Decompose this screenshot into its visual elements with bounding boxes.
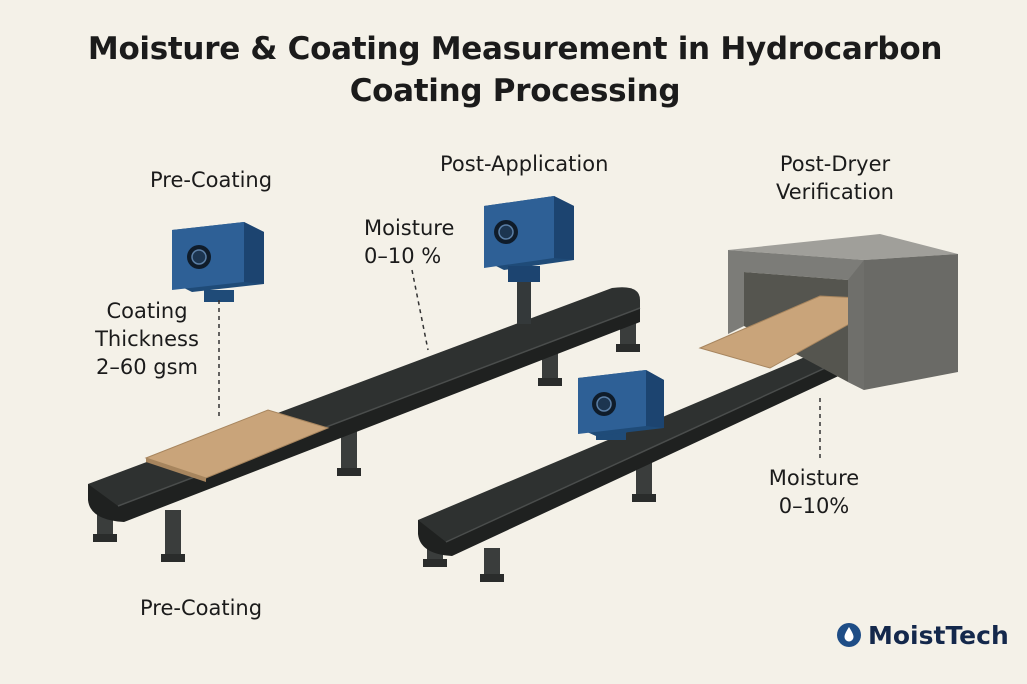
brand-name: MoistTech	[868, 620, 1009, 650]
post-dryer-heading-line-1: Post-Dryer	[779, 152, 891, 176]
diagram-title: Moisture & Coating Measurement in Hydroc…	[60, 28, 970, 112]
dryer-tunnel	[698, 234, 958, 390]
post-dryer-heading-line-2: Verification	[776, 180, 894, 204]
post-application-measure-line-2: 0–10 %	[364, 244, 442, 268]
post-application-measure-line-1: Moisture	[364, 216, 455, 240]
title-line-2: Coating Processing	[349, 73, 681, 109]
pre-coating-measure-line-3: 2–60 gsm	[96, 355, 198, 379]
conveyor-leg	[341, 425, 357, 473]
post-dryer-measure-line-1: Moisture	[768, 466, 860, 490]
conveyor-left	[88, 287, 641, 562]
brand-logo: MoistTech	[836, 618, 1009, 652]
sensor-post-application	[411, 196, 574, 351]
conveyor-leg	[165, 510, 181, 558]
post-dryer-measure-line-2: 0–10%	[778, 494, 850, 518]
post-dryer-measure-label: Moisture 0–10%	[756, 464, 872, 520]
conveyor-right	[418, 338, 861, 582]
conveyor-leg	[484, 548, 500, 578]
pre-coating-measure-line-1: Coating	[106, 299, 188, 323]
post-application-heading: Post-Application	[440, 152, 609, 176]
pre-coating-measure-label: Coating Thickness 2–60 gsm	[82, 297, 212, 381]
title-line-1: Moisture & Coating Measurement in Hydroc…	[87, 31, 943, 67]
sensor-post-dryer	[578, 370, 821, 460]
post-application-measure-label: Moisture 0–10 %	[364, 214, 454, 270]
pre-coating-heading: Pre-Coating	[150, 168, 273, 192]
water-drop-icon	[837, 623, 861, 647]
bottom-pre-coating-label: Pre-Coating	[140, 596, 263, 620]
post-dryer-heading: Post-Dryer Verification	[760, 150, 910, 206]
pre-coating-measure-line-2: Thickness	[95, 327, 199, 351]
sensor-pre-coating	[172, 222, 264, 420]
